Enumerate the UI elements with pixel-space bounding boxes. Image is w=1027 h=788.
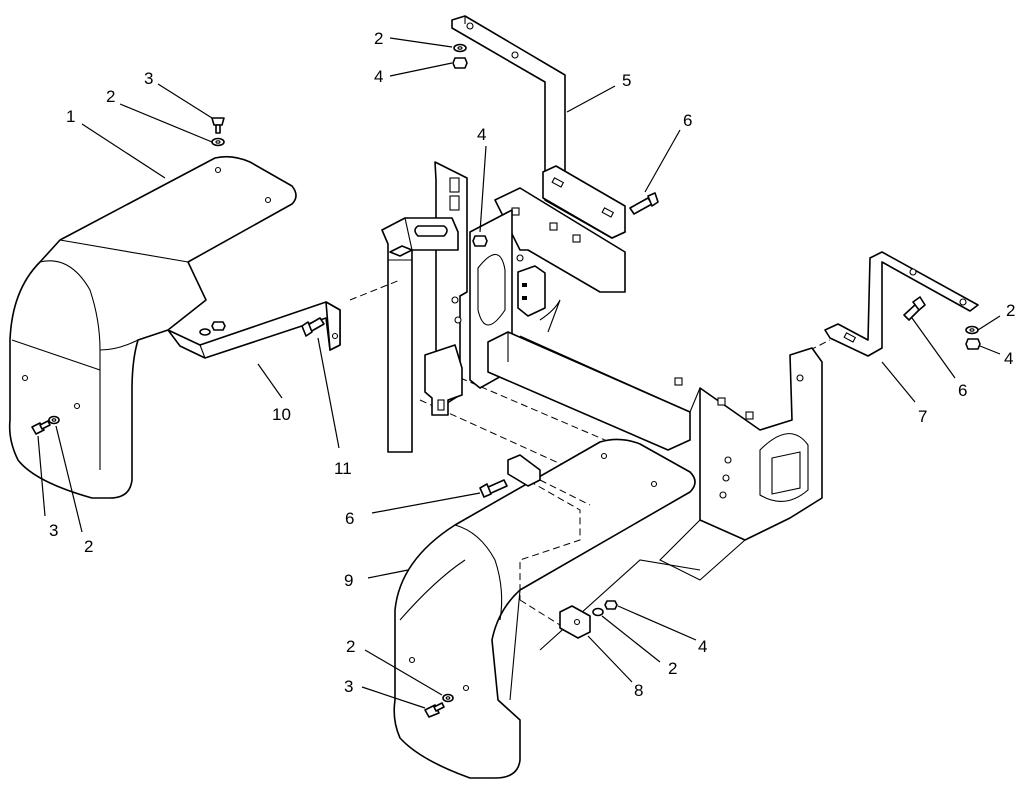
nut-icon: [211, 321, 226, 331]
callout-6: 6: [958, 381, 967, 400]
callout-5: 5: [622, 71, 631, 90]
leader-lines: [37, 37, 1001, 709]
callout-4: 4: [477, 125, 486, 144]
fender-part-9: [393, 438, 696, 779]
callout-4: 4: [698, 637, 707, 656]
bolt-icon: [301, 317, 325, 337]
callout-2: 2: [84, 537, 93, 556]
center-frame: [419, 161, 691, 501]
hardware: [31, 43, 981, 718]
bolt-icon: [424, 702, 445, 718]
bolt-icon: [31, 420, 51, 435]
nut-icon: [472, 235, 488, 247]
callout-2: 2: [374, 29, 383, 48]
fender-part-1: [8, 155, 297, 499]
bracket-part-5: [451, 15, 626, 239]
bolt-icon: [629, 192, 659, 215]
callout-3: 3: [49, 521, 58, 540]
callout-6: 6: [345, 509, 354, 528]
callout-labels: 1 2 3 2 4 5 4 6 2 4 6 7 10 11 3 2 6 9 4 …: [49, 29, 1015, 700]
washer-icon: [211, 137, 225, 147]
callout-4: 4: [374, 67, 383, 86]
callout-8: 8: [634, 681, 643, 700]
callout-2: 2: [346, 637, 355, 656]
bolt-icon: [211, 117, 225, 134]
upright-bracket: [349, 217, 463, 453]
callout-2: 2: [668, 659, 677, 678]
callout-9: 9: [344, 571, 353, 590]
nut-icon: [604, 600, 618, 610]
callout-3: 3: [344, 677, 353, 696]
callout-2: 2: [106, 87, 115, 106]
callout-1: 1: [66, 107, 75, 126]
bolt-icon: [479, 479, 508, 498]
right-frame: [539, 347, 823, 651]
callout-10: 10: [272, 405, 291, 424]
callout-3: 3: [144, 69, 153, 88]
washer-icon: [965, 325, 979, 335]
bracket-part-7: [789, 251, 979, 361]
washer-icon: [592, 607, 604, 617]
callout-6: 6: [683, 111, 692, 130]
callout-2: 2: [1006, 301, 1015, 320]
washer-icon: [453, 43, 467, 53]
bracket-part-8: [559, 605, 591, 639]
bracket-tab: [507, 454, 541, 487]
bracket-part-10: [167, 301, 341, 359]
callout-7: 7: [918, 407, 927, 426]
washer-icon: [199, 328, 211, 336]
callout-11: 11: [334, 459, 352, 478]
washer-icon: [48, 415, 60, 425]
nut-icon: [452, 57, 468, 69]
callout-4: 4: [1004, 349, 1013, 368]
bolt-icon: [903, 296, 926, 321]
washer-icon: [442, 693, 454, 703]
nut-icon: [965, 338, 981, 350]
